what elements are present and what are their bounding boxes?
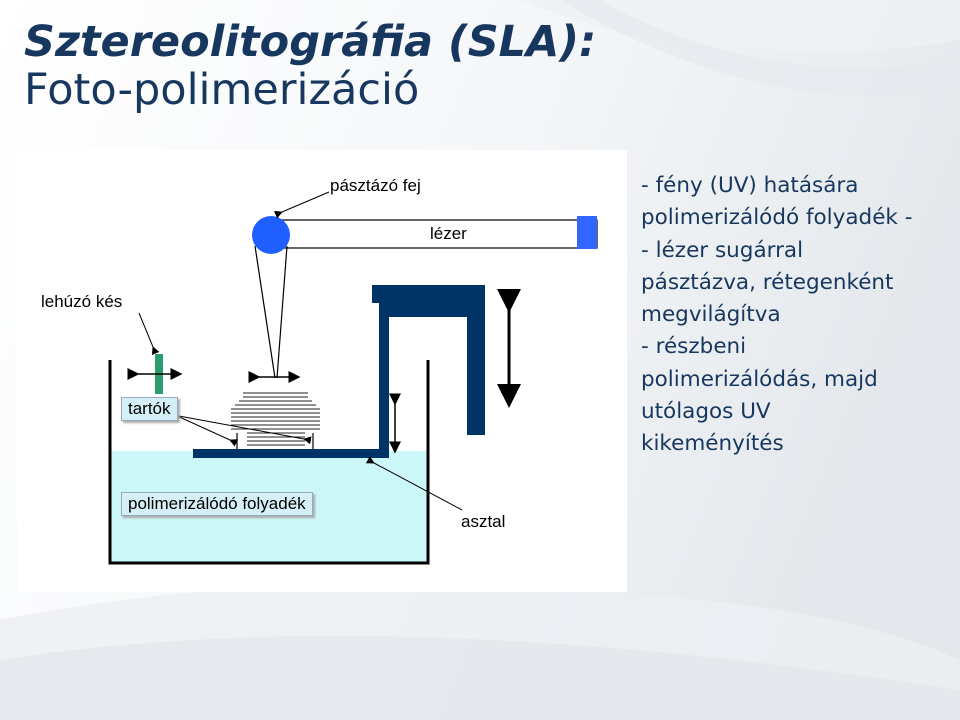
title-line-1: Sztereolitográfia (SLA): bbox=[24, 17, 597, 67]
laser-tip bbox=[577, 216, 597, 249]
label-liquid: polimerizálódó folyadék bbox=[121, 492, 313, 516]
label-laser: lézer bbox=[430, 224, 467, 243]
label-supports: tartók bbox=[121, 397, 178, 421]
build-table bbox=[193, 300, 485, 458]
laser-beam bbox=[254, 245, 288, 379]
description-line: - részbeni bbox=[641, 334, 747, 360]
laser-tube bbox=[276, 219, 598, 249]
sla-diagram-graphic bbox=[108, 191, 598, 565]
description-line: kikeményítés bbox=[641, 431, 784, 457]
page-title: Sztereolitográfia (SLA): Foto-polimerizá… bbox=[24, 18, 596, 114]
title-line-2: Foto-polimerizáció bbox=[24, 65, 420, 115]
description-line: utólagos UV bbox=[641, 399, 771, 425]
description-text: - fény (UV) hatására polimerizálódó foly… bbox=[641, 170, 956, 461]
label-recoater: lehúzó kés bbox=[41, 292, 123, 311]
description-line: polimerizálódás, majd bbox=[641, 366, 878, 392]
scan-head bbox=[252, 216, 290, 254]
label-scan-head: pásztázó fej bbox=[330, 176, 421, 195]
description-line: - lézer sugárral bbox=[641, 237, 804, 263]
vat bbox=[108, 360, 430, 565]
layered-part bbox=[231, 392, 320, 446]
description-line: polimerizálódó folyadék - bbox=[641, 205, 913, 231]
description-line: megvilágítva bbox=[641, 302, 781, 328]
description-line: - fény (UV) hatására bbox=[641, 173, 859, 198]
sla-diagram: pásztázó fej lézer lehúzó kés tartók pol… bbox=[17, 150, 627, 592]
label-table: asztal bbox=[461, 512, 506, 531]
description-line: pásztázva, rétegenként bbox=[641, 269, 894, 295]
